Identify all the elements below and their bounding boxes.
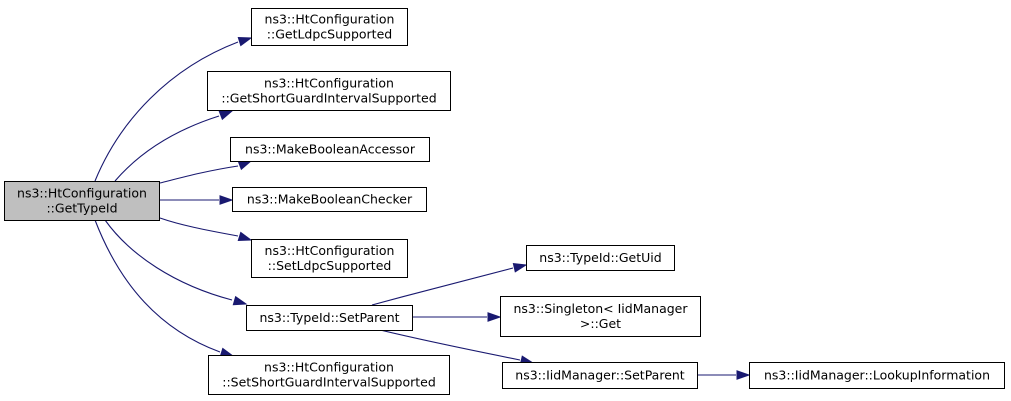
edge-root-to-set_ldpc bbox=[159, 217, 253, 242]
arrow-head-icon bbox=[218, 110, 234, 121]
node-label: ::SetShortGuardIntervalSupported bbox=[222, 375, 436, 390]
node-root[interactable]: ns3::HtConfiguration::GetTypeId bbox=[4, 181, 160, 221]
edge-root-to-make_bool_checker bbox=[160, 195, 234, 205]
node-make-bool-checker[interactable]: ns3::MakeBooleanChecker bbox=[232, 187, 427, 212]
edge-line bbox=[94, 219, 221, 353]
node-label: ::GetTypeId bbox=[46, 201, 117, 216]
node-singleton-get[interactable]: ns3::Singleton< IidManager>::Get bbox=[500, 296, 701, 337]
edge-typeid_setparent-to-typeid_getuid bbox=[371, 263, 528, 306]
edge-root-to-typeid_setparent bbox=[104, 219, 248, 306]
node-box bbox=[500, 296, 701, 337]
arrow-head-icon bbox=[237, 231, 253, 242]
node-set-ldpc[interactable]: ns3::HtConfiguration::SetLdpcSupported bbox=[251, 239, 408, 278]
edge-iid_setparent-to-iid_lookup bbox=[697, 370, 751, 380]
arrow-head-icon bbox=[237, 160, 253, 171]
edge-root-to-get_ldpc bbox=[94, 36, 253, 182]
node-label: ns3::HtConfiguration bbox=[265, 12, 395, 27]
node-box bbox=[502, 362, 698, 389]
node-label: ns3::TypeId::SetParent bbox=[259, 310, 399, 325]
node-label: ns3::HtConfiguration bbox=[17, 186, 147, 201]
node-make-bool-accessor[interactable]: ns3::MakeBooleanAccessor bbox=[230, 137, 430, 162]
node-iid-setparent[interactable]: ns3::IidManager::SetParent bbox=[502, 362, 698, 389]
node-box bbox=[251, 8, 408, 46]
edge-line bbox=[159, 217, 239, 237]
edge-line bbox=[94, 41, 239, 182]
node-box bbox=[749, 362, 1005, 389]
edge-line bbox=[159, 165, 239, 184]
node-label: ::GetShortGuardIntervalSupported bbox=[221, 91, 436, 106]
node-label: ::GetLdpcSupported bbox=[267, 27, 392, 42]
node-label: ns3::HtConfiguration bbox=[264, 360, 394, 375]
arrow-head-icon bbox=[219, 195, 234, 205]
node-label: >::Get bbox=[580, 316, 621, 331]
node-label: ns3::HtConfiguration bbox=[265, 243, 395, 258]
node-get-sgi[interactable]: ns3::HtConfiguration::GetShortGuardInter… bbox=[207, 71, 451, 111]
edge-line bbox=[114, 115, 220, 182]
node-label: ns3::IidManager::SetParent bbox=[515, 368, 685, 383]
node-get-ldpc[interactable]: ns3::HtConfiguration::GetLdpcSupported bbox=[251, 8, 408, 46]
node-label: ns3::TypeId::GetUid bbox=[539, 250, 661, 265]
node-label: ns3::IidManager::LookupInformation bbox=[764, 368, 990, 383]
arrow-head-icon bbox=[736, 370, 751, 380]
edge-line bbox=[371, 267, 514, 306]
node-box bbox=[251, 239, 408, 278]
node-set-sgi[interactable]: ns3::HtConfiguration::SetShortGuardInter… bbox=[208, 355, 450, 395]
node-iid-lookup[interactable]: ns3::IidManager::LookupInformation bbox=[749, 362, 1005, 389]
node-label: ::SetLdpcSupported bbox=[268, 258, 392, 273]
node-label: ns3::Singleton< IidManager bbox=[513, 301, 688, 316]
node-label: ns3::HtConfiguration bbox=[264, 76, 394, 91]
arrow-head-icon bbox=[487, 312, 502, 322]
edge-root-to-make_bool_accessor bbox=[159, 160, 253, 184]
edge-root-to-get_sgi bbox=[114, 110, 234, 182]
node-box bbox=[208, 355, 450, 395]
node-label: ns3::MakeBooleanChecker bbox=[247, 192, 413, 207]
node-typeid-setparent[interactable]: ns3::TypeId::SetParent bbox=[246, 305, 413, 331]
node-box bbox=[207, 71, 451, 111]
arrow-head-icon bbox=[237, 36, 253, 47]
edge-line bbox=[379, 329, 521, 361]
node-typeid-getuid[interactable]: ns3::TypeId::GetUid bbox=[526, 245, 675, 271]
node-box bbox=[232, 187, 427, 212]
edge-typeid_setparent-to-singleton_get bbox=[412, 312, 502, 322]
arrow-head-icon bbox=[512, 263, 528, 273]
edges bbox=[94, 36, 751, 380]
nodes: ns3::HtConfiguration::GetTypeIdns3::HtCo… bbox=[4, 8, 1005, 395]
node-box bbox=[526, 245, 675, 271]
node-box bbox=[4, 181, 160, 221]
node-label: ns3::MakeBooleanAccessor bbox=[245, 142, 416, 157]
node-box bbox=[230, 137, 430, 162]
node-box bbox=[246, 305, 413, 331]
edge-root-to-set_sgi bbox=[94, 219, 235, 358]
arrow-head-icon bbox=[232, 295, 248, 306]
edge-line bbox=[104, 219, 233, 301]
